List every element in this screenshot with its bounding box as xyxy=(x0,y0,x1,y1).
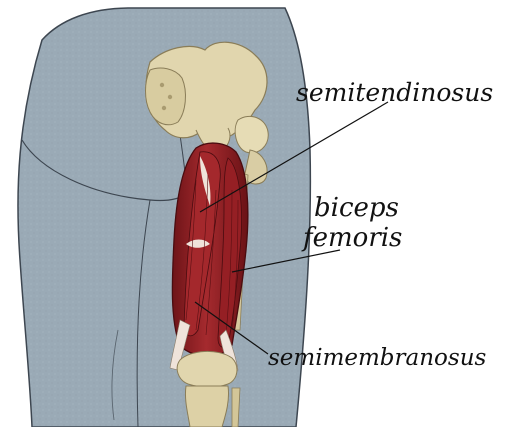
sacral-foramen xyxy=(160,83,164,87)
label-semimembranosus: semimembranosus xyxy=(268,347,486,370)
sacral-foramen xyxy=(168,95,172,99)
label-femoris: femoris xyxy=(303,225,402,251)
label-semitendinosus: semitendinosus xyxy=(296,80,493,105)
label-biceps: biceps xyxy=(314,195,399,221)
sacral-foramen xyxy=(162,106,166,110)
femur-condyles xyxy=(177,351,237,387)
tibia xyxy=(185,386,228,427)
femur-head xyxy=(235,116,268,152)
